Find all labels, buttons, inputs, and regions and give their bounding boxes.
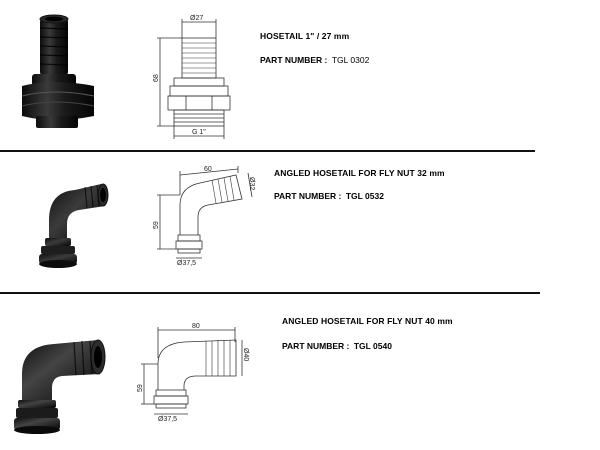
part-number-value: TGL 0540 [353,341,392,351]
product-2-dim-base: Ø37,5 [177,260,196,267]
product-2-dim-diameter: Ø32 [248,177,255,190]
section-divider [0,150,535,152]
product-1-dim-diameter: Ø27 [190,15,203,22]
product-3-dim-diameter: Ø40 [242,348,249,361]
product-1-title: HOSETAIL 1" / 27 mm [260,31,350,41]
product-3-photo [14,339,106,434]
product-2-drawing: 60 Ø32 59 Ø37,5 [153,166,255,267]
product-3-part-row: PART NUMBER : TGL 0540 [282,336,392,354]
part-number-label: PART NUMBER : [282,341,350,351]
product-2-title: ANGLED HOSETAIL FOR FLY NUT 32 mm [274,168,445,178]
product-1-dim-thread: G 1" [192,129,206,136]
section-divider [0,292,540,294]
product-3-dim-base: Ø37,5 [158,416,177,423]
product-3-drawing: 80 Ø40 59 Ø37,5 [137,323,249,423]
product-2-dim-height: 59 [153,221,160,229]
product-2-photo [39,183,109,268]
part-number-label: PART NUMBER : [274,191,342,201]
product-2-dim-width: 60 [204,166,212,173]
product-1-dim-height: 68 [153,74,160,82]
product-3-dim-height: 59 [137,384,144,392]
product-2-part-row: PART NUMBER : TGL 0532 [274,186,384,204]
product-1-photo [21,14,95,128]
product-3-title: ANGLED HOSETAIL FOR FLY NUT 40 mm [282,316,453,326]
product-3-dim-width: 80 [192,323,200,330]
product-1-part-row: PART NUMBER : TGL 0302 [260,50,369,68]
part-number-value: TGL 0532 [345,191,384,201]
part-number-value: TGL 0302 [331,55,370,65]
product-1-drawing: Ø27 68 G 1" [153,15,231,139]
part-number-label: PART NUMBER : [260,55,328,65]
